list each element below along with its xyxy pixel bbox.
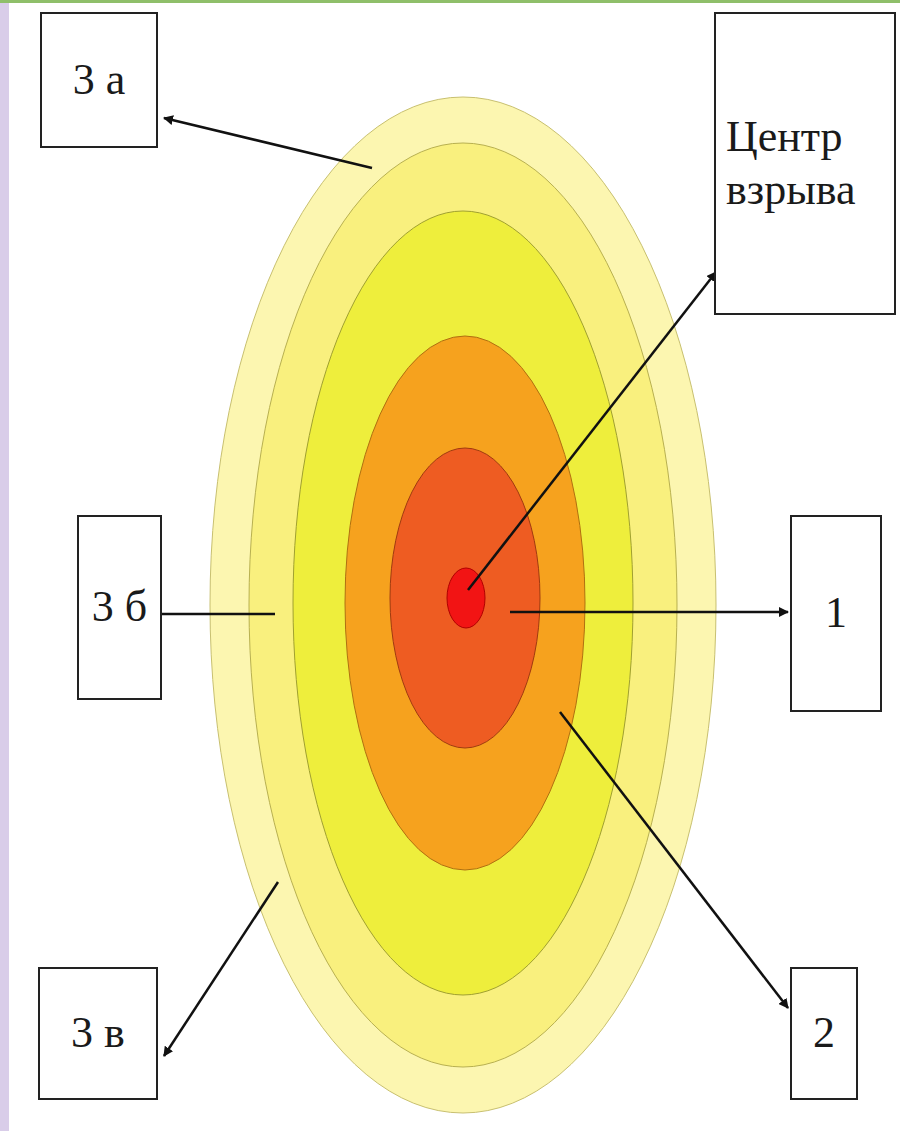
label-box: 3 а <box>40 12 158 148</box>
leader-line <box>468 272 716 590</box>
leader-line <box>164 882 278 1056</box>
zone-3a <box>293 211 633 995</box>
label-box: 3 б <box>77 515 162 700</box>
label-box: 2 <box>790 967 858 1100</box>
top-strip <box>0 0 900 3</box>
side-strip <box>0 0 9 1131</box>
zone-1 <box>390 448 540 748</box>
zone-3b <box>249 143 677 1067</box>
zone-label: 3 а <box>73 54 126 107</box>
zone-label: 1 <box>825 587 847 640</box>
zone-label: 3 б <box>92 581 147 634</box>
label-box: 3 в <box>38 967 158 1100</box>
zone-2 <box>345 336 585 870</box>
label-box: 1 <box>790 515 882 712</box>
leader-line <box>510 611 788 614</box>
leader-line <box>560 712 788 1008</box>
leader-line <box>164 118 372 168</box>
zone-label: 2 <box>813 1007 835 1060</box>
zone-label: 3 в <box>71 1007 125 1060</box>
zone-label: Центр взрыва <box>726 111 884 217</box>
label-box: Центр взрыва <box>714 12 896 315</box>
zone-3v <box>210 97 716 1113</box>
